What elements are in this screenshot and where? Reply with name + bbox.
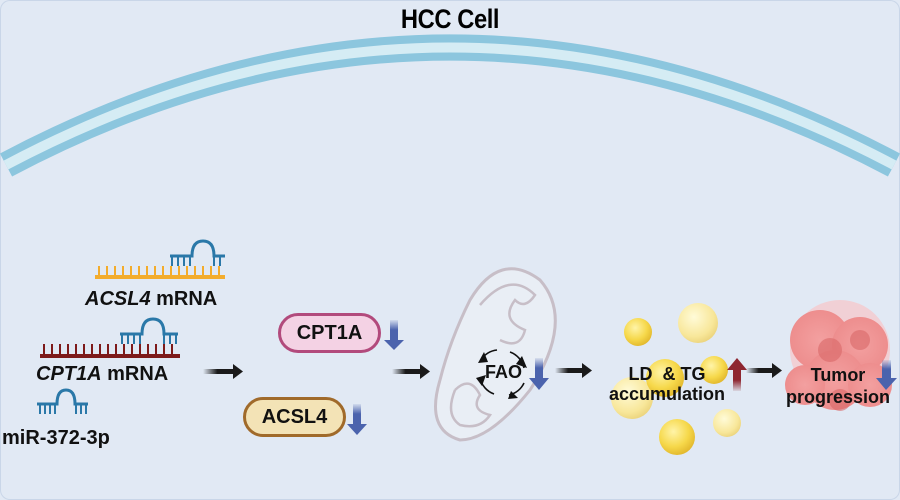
ld-tg-line1: LD & TG	[628, 364, 706, 384]
lipid-droplets	[611, 303, 741, 455]
acsl4-mrna-suffix: mRNA	[150, 288, 218, 310]
cpt1a-down-arrow-icon	[384, 320, 404, 350]
cpt1a-mrna-label: CPT1A mRNA	[36, 363, 168, 386]
cell-membrane	[0, 34, 900, 177]
acsl4-mrna-label: ACSL4 mRNA	[85, 288, 217, 311]
ld-tg-line2: accumulation	[608, 384, 726, 404]
acsl4-down-arrow-icon	[347, 404, 367, 435]
mirna-label: miR-372-3p	[2, 427, 110, 449]
acsl4-mrna-strand	[95, 266, 225, 279]
mitochondrion	[434, 267, 557, 442]
flow-arrow-4	[746, 363, 782, 378]
ld-tg-label: LD & TG accumulation	[592, 364, 742, 404]
tumor-down-arrow-icon	[876, 360, 897, 390]
tumor-line2: progression	[785, 387, 891, 407]
flow-arrow-1	[203, 364, 243, 379]
cpt1a-protein: CPT1A	[278, 313, 381, 353]
flow-arrow-2	[392, 364, 430, 379]
diagram-title: HCC Cell	[400, 4, 500, 34]
fao-cycle-arrows-icon	[476, 349, 527, 399]
fao-down-arrow-icon	[529, 358, 549, 390]
ld-tg-up-arrow-icon	[727, 358, 747, 391]
mirna-bound-acsl4	[170, 239, 225, 266]
tumor-label: Tumor progression	[778, 364, 898, 408]
flow-arrow-3	[555, 363, 592, 378]
cpt1a-gene-name: CPT1A	[36, 363, 102, 385]
mirna-bound-cpt1a	[120, 317, 178, 344]
acsl4-gene-name: ACSL4	[85, 288, 151, 310]
mirna-free	[37, 388, 88, 414]
cpt1a-mrna-strand	[40, 344, 180, 358]
fao-label: FAO	[485, 362, 523, 382]
tumor-line1: Tumor	[810, 365, 866, 385]
cpt1a-mrna-suffix: mRNA	[101, 363, 169, 385]
acsl4-protein: ACSL4	[243, 397, 346, 437]
tumor-cluster	[785, 300, 892, 411]
